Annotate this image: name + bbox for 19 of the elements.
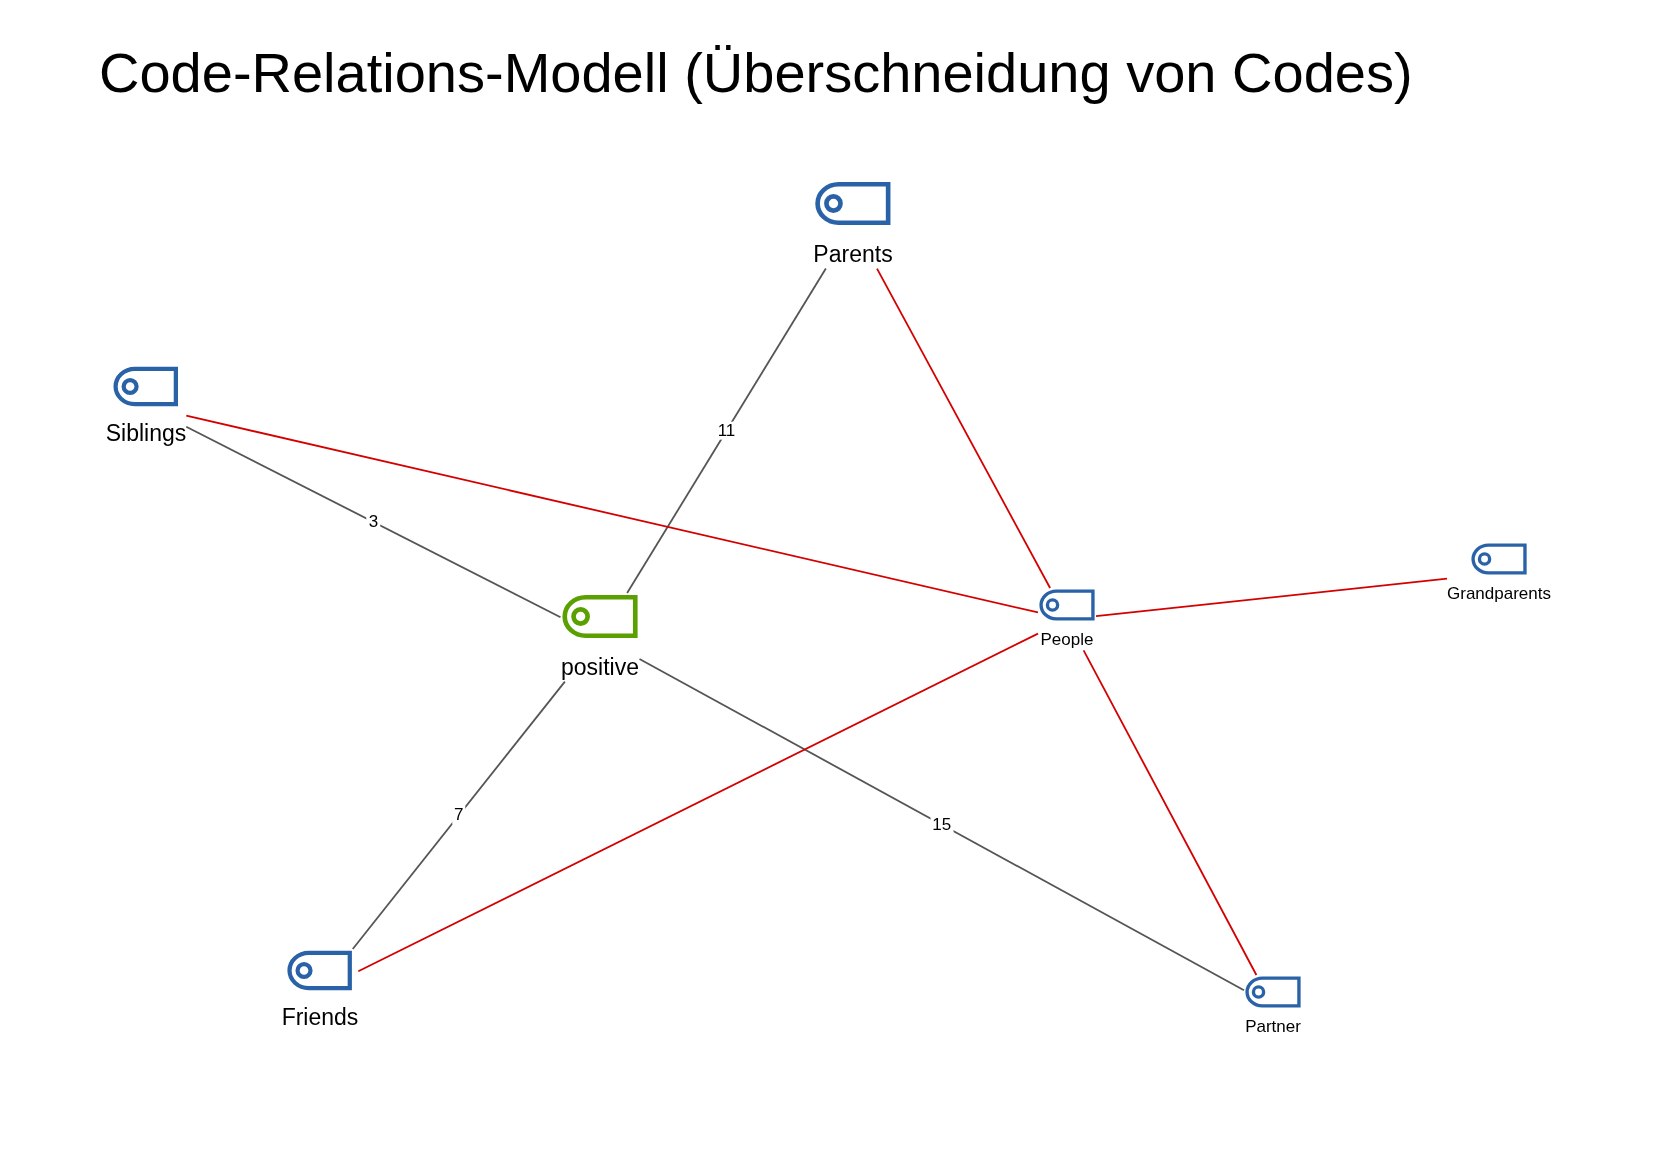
connector-line: [357, 632, 1039, 973]
code-label: Parents: [813, 241, 893, 269]
code-label: Partner: [1245, 1017, 1301, 1038]
connector-line: [876, 267, 1051, 589]
connector-line: [626, 267, 827, 594]
connector-line: [185, 414, 1039, 614]
code-label: Friends: [281, 1004, 359, 1032]
code-label: Siblings: [105, 420, 187, 448]
diagram-title: Code-Relations-Modell (Überschneidung von Codes): [99, 40, 1413, 105]
connector-line: [1095, 577, 1448, 617]
code-label: People: [1040, 630, 1094, 651]
edge-label: 15: [930, 815, 954, 834]
connector-line: [351, 680, 566, 950]
connector-line: [638, 658, 1245, 992]
code-label: Grandparents: [1447, 584, 1551, 605]
connector-line: [1082, 649, 1258, 976]
code-label: positive: [561, 654, 639, 682]
connector-line: [185, 425, 562, 619]
edge-label: 7: [452, 805, 466, 825]
